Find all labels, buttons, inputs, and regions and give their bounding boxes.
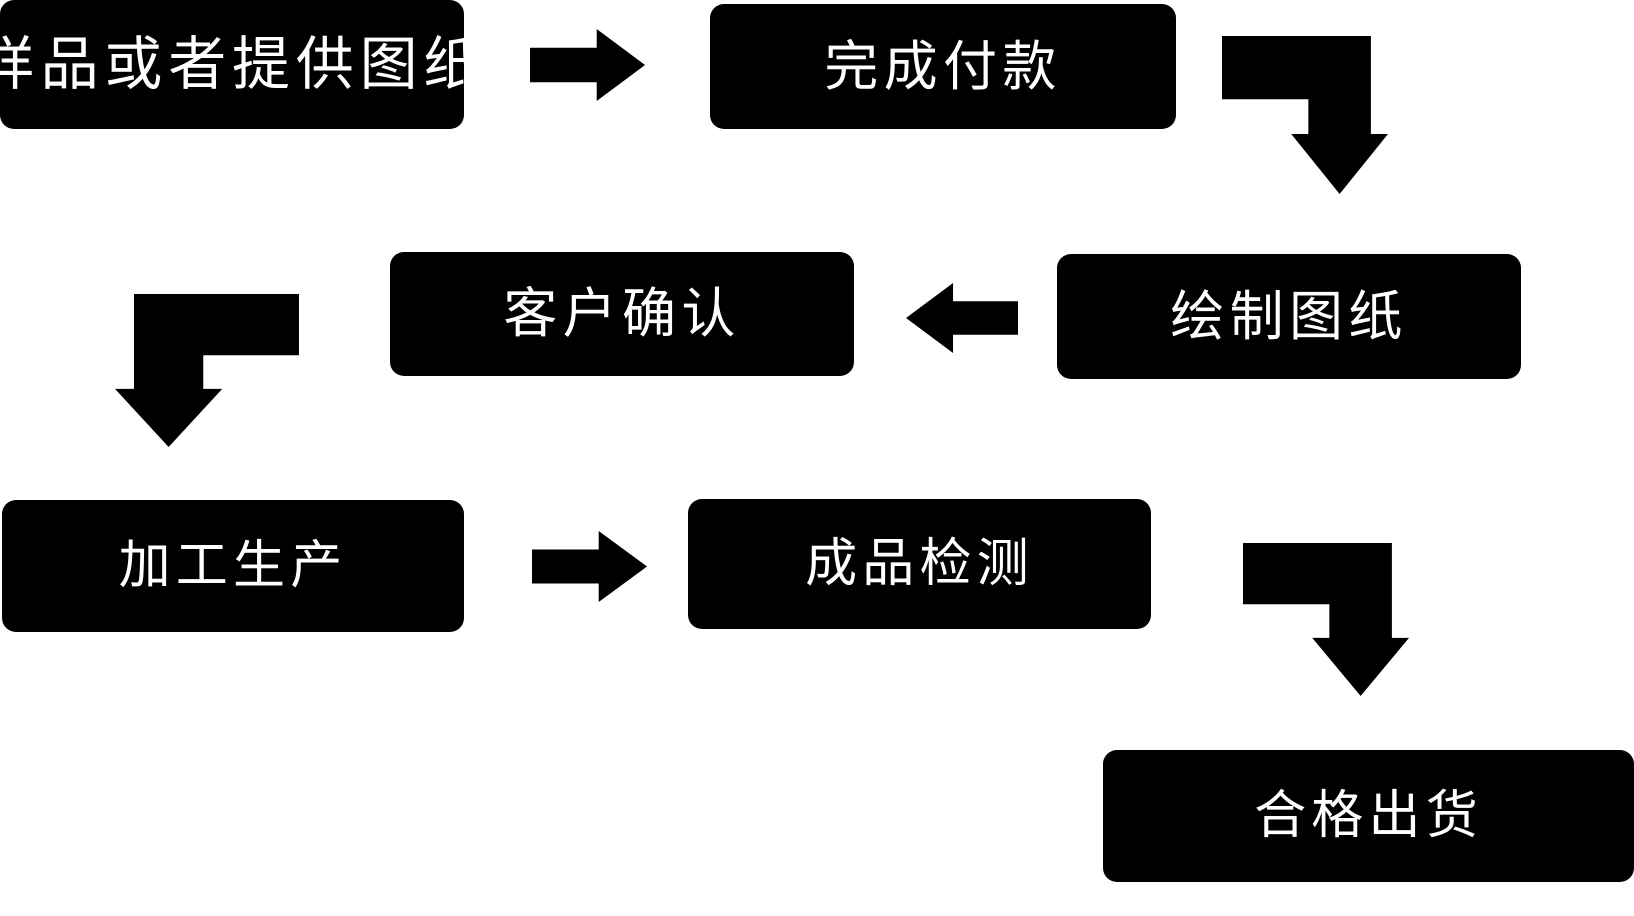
arrow-right-icon: [530, 29, 645, 101]
flow-node-label: 合格出货: [1254, 787, 1483, 845]
flow-node-sample-drawing[interactable]: 样品或者提供图纸: [0, 0, 481, 129]
arrow-left-icon: [906, 283, 1018, 353]
flow-node-customer-confirm[interactable]: 客户确认: [390, 252, 854, 376]
flow-node-label: 完成付款: [824, 36, 1062, 97]
arrow-elbow-left-down-icon: [115, 294, 299, 447]
arrow-right-icon: [532, 531, 647, 602]
flow-node-finished-inspection[interactable]: 成品检测: [688, 499, 1151, 629]
arrow-elbow-right-down-icon: [1243, 543, 1409, 696]
flow-node-label: 成品检测: [805, 535, 1034, 593]
flow-node-draw-drawing[interactable]: 绘制图纸: [1057, 254, 1521, 379]
flow-node-label: 加工生产: [118, 537, 348, 595]
flow-node-qualified-shipment[interactable]: 合格出货: [1103, 750, 1634, 882]
flow-node-complete-payment[interactable]: 完成付款: [710, 4, 1176, 129]
flow-node-label: 样品或者提供图纸: [0, 31, 488, 97]
flow-node-processing-production[interactable]: 加工生产: [2, 500, 464, 632]
arrow-elbow-right-down-icon: [1222, 36, 1388, 194]
flow-node-label: 客户确认: [503, 284, 741, 344]
flow-node-label: 绘制图纸: [1170, 286, 1408, 347]
